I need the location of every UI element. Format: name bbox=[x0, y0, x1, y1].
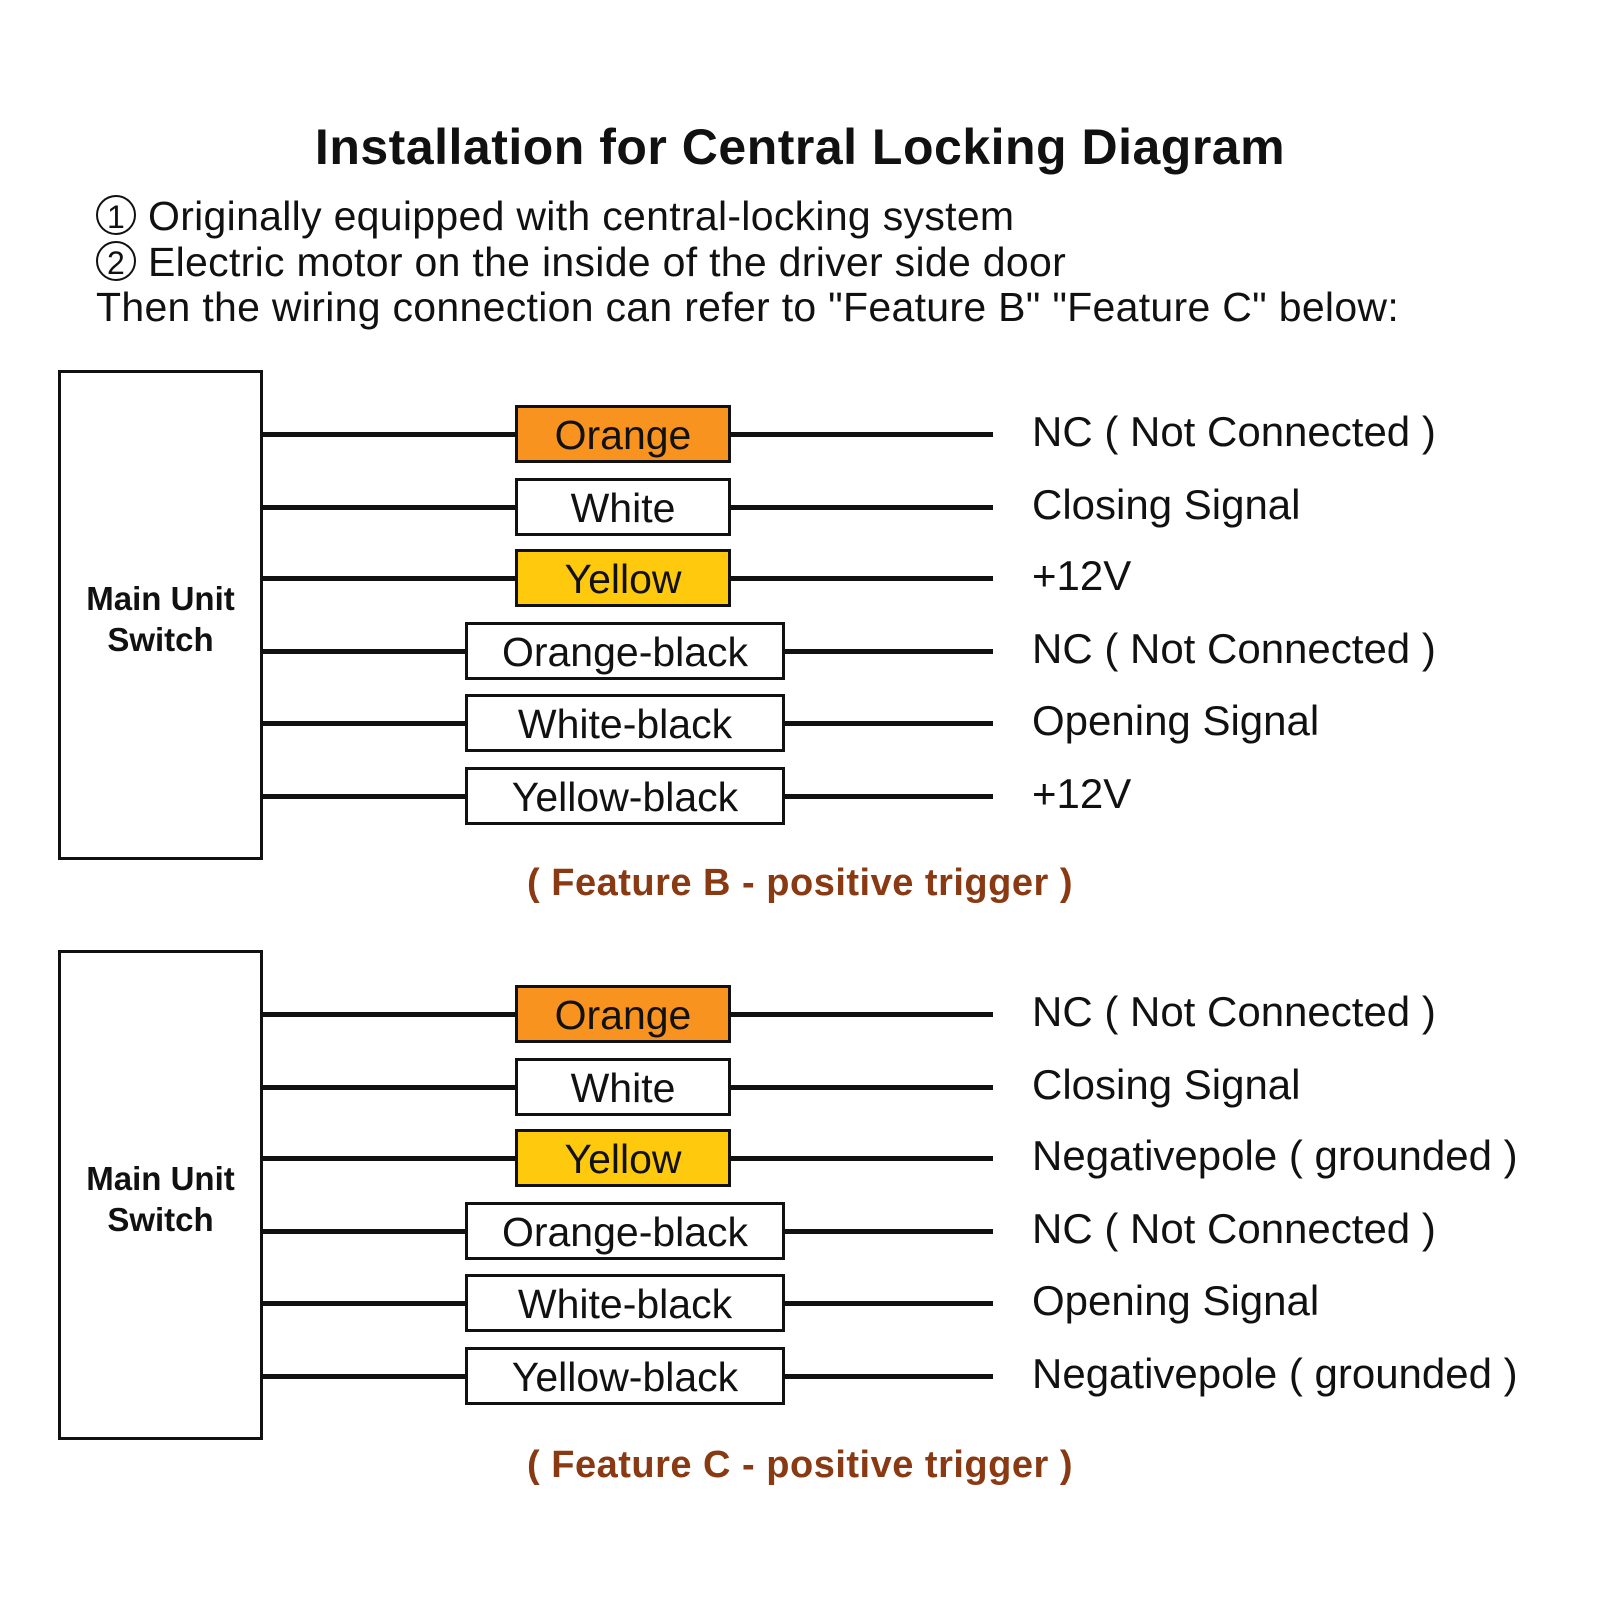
intro-line-3: Then the wiring connection can refer to … bbox=[96, 284, 1399, 331]
wire-color-tag: Orange-black bbox=[465, 1202, 785, 1260]
wire-color-tag: White bbox=[515, 478, 731, 536]
wire-signal-label: NC ( Not Connected ) bbox=[1032, 988, 1436, 1035]
wire-signal-label: Negativepole ( grounded ) bbox=[1032, 1350, 1518, 1397]
unit-label-line-2: Switch bbox=[107, 1201, 214, 1238]
wire-signal-label: Closing Signal bbox=[1032, 1061, 1301, 1108]
wire-color-tag: Yellow-black bbox=[465, 767, 785, 825]
wire-color-tag: Orange bbox=[515, 985, 731, 1043]
number-1-badge: 1 bbox=[96, 195, 136, 235]
wire-color-tag: Yellow bbox=[515, 549, 731, 607]
unit-label-line-1: Main Unit bbox=[86, 580, 235, 617]
wire-signal-label: NC ( Not Connected ) bbox=[1032, 408, 1436, 455]
intro-text-2: Electric motor on the inside of the driv… bbox=[148, 239, 1067, 285]
intro-text-3: Then the wiring connection can refer to … bbox=[96, 284, 1400, 330]
wire-color-tag: Orange-black bbox=[465, 622, 785, 680]
number-2-badge: 2 bbox=[96, 241, 136, 281]
unit-label-line-2: Switch bbox=[107, 621, 214, 658]
main-unit-switch-box: Main Unit Switch bbox=[58, 950, 263, 1440]
wire-color-tag: White-black bbox=[465, 694, 785, 752]
wire-signal-label: +12V bbox=[1032, 770, 1132, 817]
feature-c-panel: Main Unit Switch Orange NC ( Not Connecte… bbox=[0, 950, 1600, 1510]
main-unit-switch-label: Main Unit Switch bbox=[61, 578, 260, 660]
wire-signal-label: NC ( Not Connected ) bbox=[1032, 1205, 1436, 1252]
wire-signal-label: NC ( Not Connected ) bbox=[1032, 625, 1436, 672]
wire-signal-label: +12V bbox=[1032, 552, 1132, 599]
wire-color-tag: Orange bbox=[515, 405, 731, 463]
intro-line-1: 1 Originally equipped with central-lockin… bbox=[96, 193, 1014, 240]
wire-color-tag: White-black bbox=[465, 1274, 785, 1332]
main-unit-switch-label: Main Unit Switch bbox=[61, 1158, 260, 1240]
wire-color-tag: Yellow bbox=[515, 1129, 731, 1187]
wire-color-tag: Yellow-black bbox=[465, 1347, 785, 1405]
wire-signal-label: Opening Signal bbox=[1032, 697, 1320, 744]
main-unit-switch-box: Main Unit Switch bbox=[58, 370, 263, 860]
unit-label-line-1: Main Unit bbox=[86, 1160, 235, 1197]
feature-c-caption: ( Feature C - positive trigger ) bbox=[527, 1444, 1073, 1486]
wire-signal-label: Opening Signal bbox=[1032, 1277, 1320, 1324]
wire-signal-label: Negativepole ( grounded ) bbox=[1032, 1132, 1518, 1179]
diagram-title: Installation for Central Locking Diagram bbox=[314, 119, 1286, 175]
feature-b-caption: ( Feature B - positive trigger ) bbox=[527, 862, 1073, 904]
feature-b-panel: Main Unit Switch Orange NC ( Not Connecte… bbox=[0, 370, 1600, 930]
intro-text-1: Originally equipped with central-locking… bbox=[148, 193, 1015, 239]
wire-signal-label: Closing Signal bbox=[1032, 481, 1301, 528]
wire-color-tag: White bbox=[515, 1058, 731, 1116]
intro-line-2: 2 Electric motor on the inside of the dri… bbox=[96, 239, 1066, 286]
